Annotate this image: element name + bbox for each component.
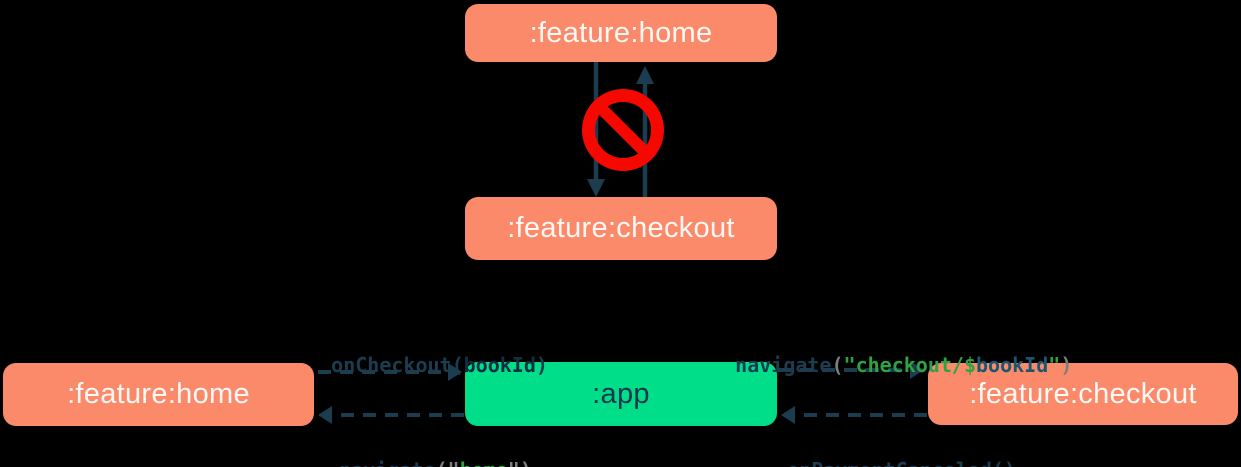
code-token: home	[460, 458, 508, 467]
code-label-navigate-home: navigate("home")	[291, 434, 532, 467]
no-entry-icon	[582, 89, 664, 171]
module-box-feature-home: :feature:home	[3, 363, 314, 426]
code-token: )	[1060, 353, 1073, 377]
module-label: :feature:home	[529, 16, 713, 49]
arrow-checkout-to-app	[781, 406, 927, 424]
module-label: :feature:checkout	[969, 377, 1197, 410]
code-token: "	[508, 458, 520, 467]
code-token: bookId	[976, 353, 1049, 377]
module-label: :app	[592, 377, 650, 410]
module-label: :feature:checkout	[507, 212, 735, 244]
code-token: bookId	[463, 353, 536, 377]
code-token: checkout/$	[855, 353, 977, 377]
code-token: "	[843, 353, 856, 377]
code-token: "	[1048, 353, 1061, 377]
code-label-onpaymentcanceled: onPaymentCanceled()	[739, 434, 1016, 467]
module-label: :feature:home	[67, 378, 250, 410]
code-token: onCheckout(	[331, 353, 464, 377]
code-token: )	[520, 458, 532, 467]
module-box-feature-home-top: :feature:home	[465, 4, 777, 62]
code-token: )	[535, 353, 548, 377]
code-token: onPaymentCanceled()	[787, 458, 1016, 467]
code-token: (	[831, 353, 844, 377]
code-label-oncheckout: onCheckout(bookId)	[283, 329, 548, 401]
module-box-app: :app	[465, 362, 777, 426]
code-token: "	[448, 458, 460, 467]
module-box-feature-checkout: :feature:checkout	[928, 363, 1238, 425]
arrow-app-to-home	[318, 406, 464, 424]
code-token: navigate	[735, 353, 832, 377]
code-label-navigate-checkout: navigate("checkout/$bookId")	[687, 329, 1072, 401]
code-token: navigate	[339, 458, 435, 467]
module-box-feature-checkout-top: :feature:checkout	[465, 197, 777, 260]
code-token: (	[436, 458, 448, 467]
